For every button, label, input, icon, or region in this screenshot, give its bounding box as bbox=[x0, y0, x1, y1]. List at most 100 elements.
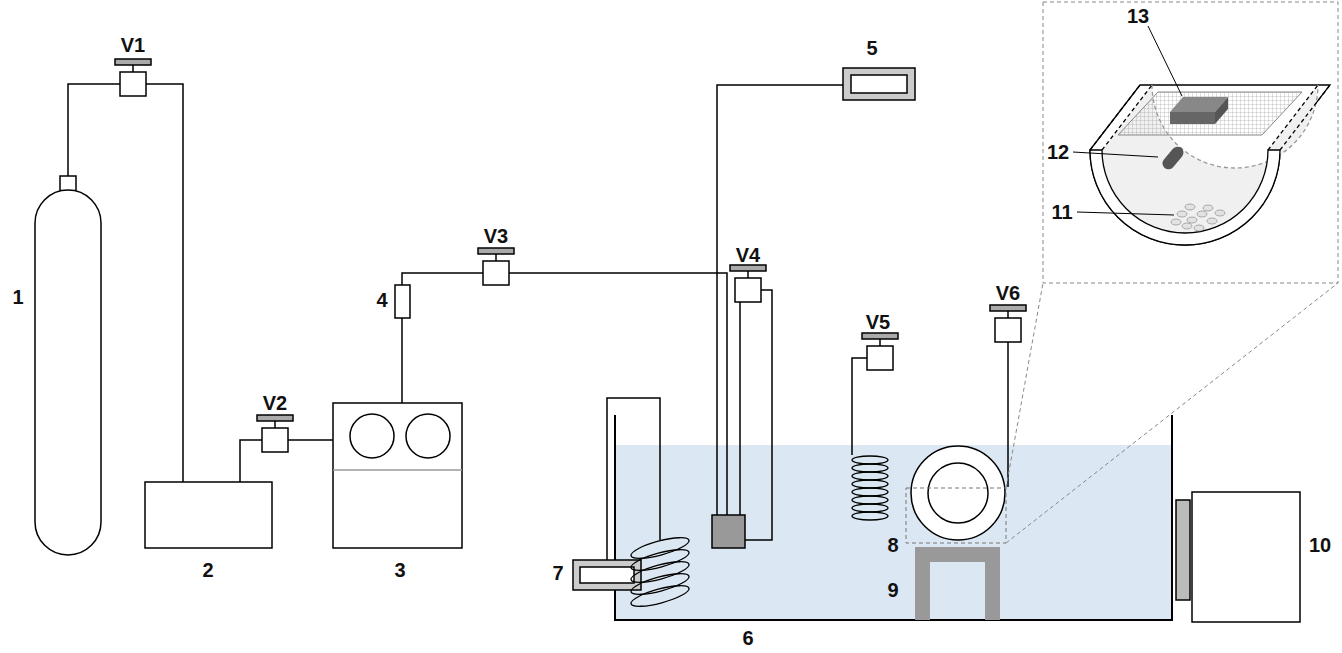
callout-number: 4 bbox=[376, 290, 387, 310]
pipe-lines bbox=[240, 440, 262, 482]
valve-symbol bbox=[867, 346, 893, 370]
valve-symbol bbox=[747, 271, 749, 278]
callout-number: 5 bbox=[866, 38, 877, 58]
valve-symbol bbox=[257, 415, 293, 452]
preheat-coil bbox=[852, 480, 888, 488]
leader-lines bbox=[1148, 26, 1182, 96]
valve-symbol bbox=[730, 265, 766, 302]
leader-lines bbox=[1073, 152, 1158, 157]
pipe-lines bbox=[146, 84, 183, 482]
sample-holder-inset bbox=[1203, 205, 1213, 211]
magnetic-stirrer bbox=[1176, 500, 1190, 600]
valves bbox=[115, 59, 1026, 452]
valve-symbol bbox=[495, 254, 497, 261]
valve-symbol bbox=[115, 59, 151, 65]
sample-holder-inset bbox=[1177, 211, 1187, 217]
pipe-lines bbox=[68, 84, 120, 176]
leader-lines bbox=[1077, 212, 1174, 215]
preheat-coil bbox=[852, 512, 888, 520]
sample-holder-inset bbox=[1090, 85, 1140, 150]
valve-symbol bbox=[478, 248, 514, 254]
callout-number: 7 bbox=[552, 563, 563, 583]
reactor-tube bbox=[928, 463, 988, 523]
sample-holder-inset bbox=[1215, 210, 1225, 216]
leader-lines bbox=[1073, 26, 1182, 215]
pipe-lines bbox=[745, 290, 772, 540]
sample-holder-inset bbox=[1187, 217, 1197, 223]
callout-number: 12 bbox=[1047, 142, 1069, 162]
temperature-display bbox=[573, 560, 641, 590]
valve-symbol bbox=[990, 305, 1026, 342]
sample-holder-inset bbox=[1215, 97, 1228, 124]
pressure-display bbox=[851, 75, 907, 93]
stand bbox=[915, 547, 1000, 620]
callout-number: 8 bbox=[887, 535, 898, 555]
sample-holder-inset bbox=[1171, 219, 1181, 225]
reactor-tube bbox=[911, 446, 1005, 540]
callout-number: 6 bbox=[742, 628, 753, 648]
callout-number: 10 bbox=[1309, 535, 1331, 555]
callout-number: 11 bbox=[1051, 202, 1072, 222]
pipe-lines bbox=[1007, 342, 1009, 487]
heating-coil bbox=[629, 545, 691, 574]
heating-coil bbox=[629, 533, 691, 610]
valve-symbol bbox=[478, 248, 514, 285]
valve-symbol bbox=[730, 265, 766, 271]
valve-symbol bbox=[862, 333, 898, 370]
valve-symbol bbox=[1007, 311, 1009, 318]
heating-coil bbox=[629, 581, 691, 610]
syringe-pump bbox=[333, 403, 462, 548]
zoom-lines bbox=[1043, 2, 1338, 283]
sample-holder-inset bbox=[1171, 204, 1225, 231]
valve-label: V6 bbox=[996, 283, 1020, 303]
callout-number: 3 bbox=[394, 560, 405, 580]
pipe-lines bbox=[607, 398, 660, 560]
preheat-coil bbox=[852, 496, 888, 504]
magnetic-stirrer bbox=[1192, 492, 1300, 622]
syringe-pump bbox=[333, 469, 462, 471]
pipe-lines bbox=[852, 358, 867, 455]
gas-cylinder bbox=[35, 190, 101, 555]
magnetic-stirrer bbox=[1176, 492, 1300, 622]
callout-number: 2 bbox=[202, 560, 213, 580]
sample-holder-inset bbox=[1160, 144, 1186, 172]
buffer-vessel bbox=[145, 482, 272, 548]
sample-holder-inset bbox=[1090, 85, 1330, 245]
syringe-pump bbox=[350, 414, 394, 458]
gas-cylinder bbox=[35, 176, 101, 555]
zoom-lines bbox=[1006, 2, 1338, 543]
valve-symbol bbox=[257, 415, 293, 421]
heating-coil bbox=[629, 533, 691, 562]
valve-symbol bbox=[862, 333, 898, 339]
zoom-lines bbox=[1006, 283, 1043, 488]
valve-symbol bbox=[990, 305, 1026, 311]
callout-number: 9 bbox=[887, 580, 898, 600]
sample-holder-inset bbox=[1090, 150, 1280, 245]
syringe-pump bbox=[406, 414, 450, 458]
sample-holder-inset bbox=[1207, 218, 1217, 224]
pipe-lines bbox=[739, 302, 741, 515]
pipe-lines bbox=[717, 85, 843, 515]
pipe-lines bbox=[68, 84, 1008, 560]
heating-coil bbox=[629, 569, 691, 598]
sample-holder-inset bbox=[1118, 92, 1302, 135]
valve-symbol bbox=[483, 261, 509, 285]
sample-holder-inset bbox=[1197, 211, 1207, 217]
water-bath bbox=[615, 415, 1172, 620]
preheat-coil bbox=[852, 472, 888, 480]
valve-label: V5 bbox=[866, 312, 890, 332]
heating-coil bbox=[629, 557, 691, 586]
sample-holder-inset bbox=[1185, 204, 1195, 210]
temperature-display bbox=[573, 560, 641, 590]
sample-holder-inset bbox=[1102, 85, 1318, 233]
pressure-transducer bbox=[712, 515, 745, 548]
valve-symbol bbox=[262, 428, 288, 452]
valve-symbol bbox=[120, 72, 146, 96]
reactor-tube bbox=[911, 446, 1005, 540]
sample-holder-inset bbox=[1182, 223, 1192, 229]
pipe-lines bbox=[402, 273, 483, 285]
syringe-pump bbox=[333, 403, 462, 548]
water-bath bbox=[615, 415, 1172, 620]
